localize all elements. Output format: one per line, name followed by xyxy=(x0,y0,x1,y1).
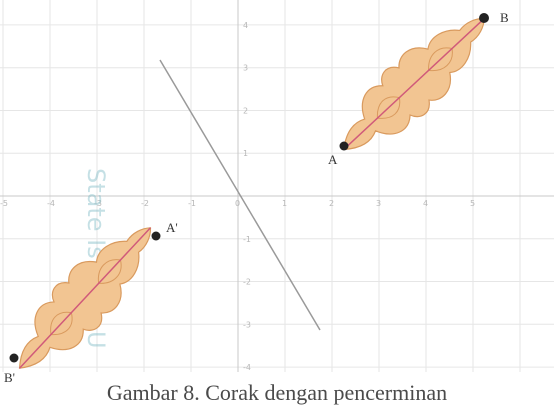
motif-axis-line xyxy=(343,17,485,151)
y-tick-label: 3 xyxy=(243,64,248,73)
x-tick-label: -1 xyxy=(188,199,196,208)
point-B-prime xyxy=(9,353,19,363)
x-tick-label: 4 xyxy=(423,199,428,208)
motif-axis-line xyxy=(18,227,152,369)
y-tick-label: -3 xyxy=(243,320,251,329)
y-tick-label: -1 xyxy=(243,235,251,244)
y-tick-labels: 4 3 2 1 -1 -2 -3 -4 xyxy=(243,21,251,372)
label-B-prime: B' xyxy=(4,370,15,385)
x-tick-label: 5 xyxy=(470,199,475,208)
y-tick-label: 2 xyxy=(243,106,248,115)
axes xyxy=(0,0,554,372)
label-A-prime: A' xyxy=(166,220,178,235)
mirror-line xyxy=(159,59,321,331)
x-tick-label: 0 xyxy=(235,199,240,208)
y-tick-label: -4 xyxy=(243,363,251,372)
x-tick-labels: -5 -4 -3 -2 -1 0 1 2 3 4 5 xyxy=(0,199,475,208)
y-tick-label: 4 xyxy=(243,21,248,30)
x-tick-label: -4 xyxy=(47,199,55,208)
label-B: B xyxy=(500,10,509,25)
point-A-prime xyxy=(151,231,161,241)
x-tick-label: -5 xyxy=(0,199,8,208)
x-tick-label: 3 xyxy=(376,199,381,208)
reflected-motif xyxy=(18,227,152,369)
label-A: A xyxy=(328,152,338,167)
point-B xyxy=(479,13,489,23)
y-tick-label: 1 xyxy=(243,149,248,158)
y-tick-label: -2 xyxy=(243,278,251,287)
x-tick-label: 1 xyxy=(282,199,287,208)
figure-caption: Gambar 8. Corak dengan pencerminan xyxy=(106,380,448,405)
x-tick-label: -2 xyxy=(141,199,149,208)
x-tick-label: 2 xyxy=(329,199,334,208)
original-motif xyxy=(343,17,485,151)
point-A xyxy=(339,141,349,151)
x-tick-label: -3 xyxy=(94,199,102,208)
